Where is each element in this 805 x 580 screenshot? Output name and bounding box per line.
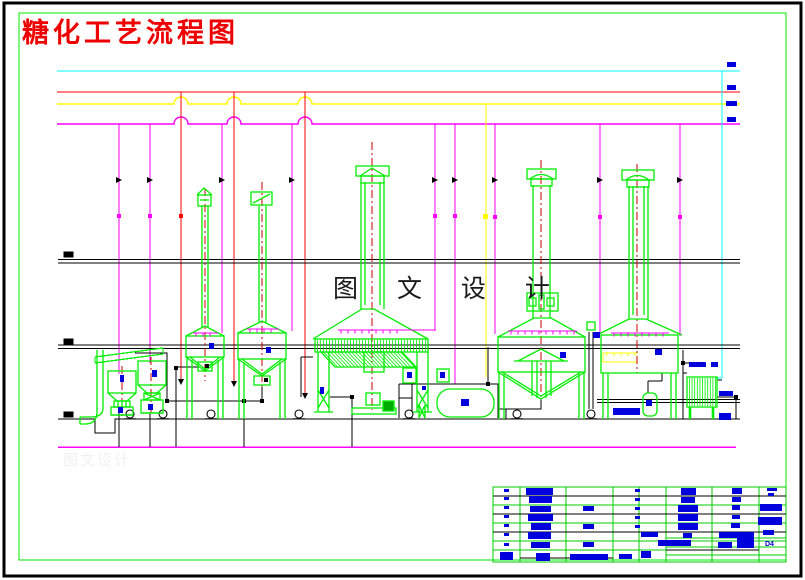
drawing-frame <box>18 12 787 561</box>
heat-exchanger <box>686 376 718 419</box>
pump-symbol <box>404 409 414 419</box>
table-redaction-bars <box>500 488 782 561</box>
pump-symbol <box>206 409 216 419</box>
lauter-tun <box>312 165 432 415</box>
cyan-riser <box>716 71 723 379</box>
whirlpool-tank <box>497 168 586 419</box>
faint-watermark-text: 图文设计 <box>63 452 131 469</box>
drawing-title: 糖化工艺流程图 <box>22 17 239 48</box>
ground-line <box>58 418 740 434</box>
centerlines <box>121 142 638 416</box>
tank-top-fittings <box>193 328 669 356</box>
equipment-number-labels <box>118 62 737 420</box>
pipe-magenta <box>57 116 740 125</box>
hopper-mill-2 <box>137 360 167 414</box>
pump-symbol <box>294 409 304 419</box>
mash-kettle <box>586 169 683 419</box>
center-watermark-text: 图 文 设 计 <box>333 275 566 303</box>
pipe-yellow <box>57 96 740 105</box>
table-cell-label-d4: D4 <box>765 541 774 548</box>
outlet-valves <box>205 364 268 382</box>
header-pipes <box>57 70 740 125</box>
floor-levels <box>58 251 740 448</box>
pipe-junction-dots <box>165 361 738 403</box>
floor-level-2 <box>58 258 740 264</box>
drop-pipes <box>118 71 723 393</box>
pumps <box>124 409 597 420</box>
bucket-elevator <box>79 347 164 425</box>
buffer-tank-group <box>402 367 495 419</box>
title-block-table: D4 <box>492 486 787 563</box>
pump-symbol <box>586 409 596 419</box>
pump-symbol <box>512 409 522 419</box>
floor-level-1 <box>58 344 740 350</box>
cone-tank-a <box>185 187 225 419</box>
hopper-mill-1 <box>107 370 137 416</box>
flow-arrows <box>116 177 683 399</box>
platform-right <box>597 398 740 404</box>
pump-symbol <box>125 409 135 419</box>
